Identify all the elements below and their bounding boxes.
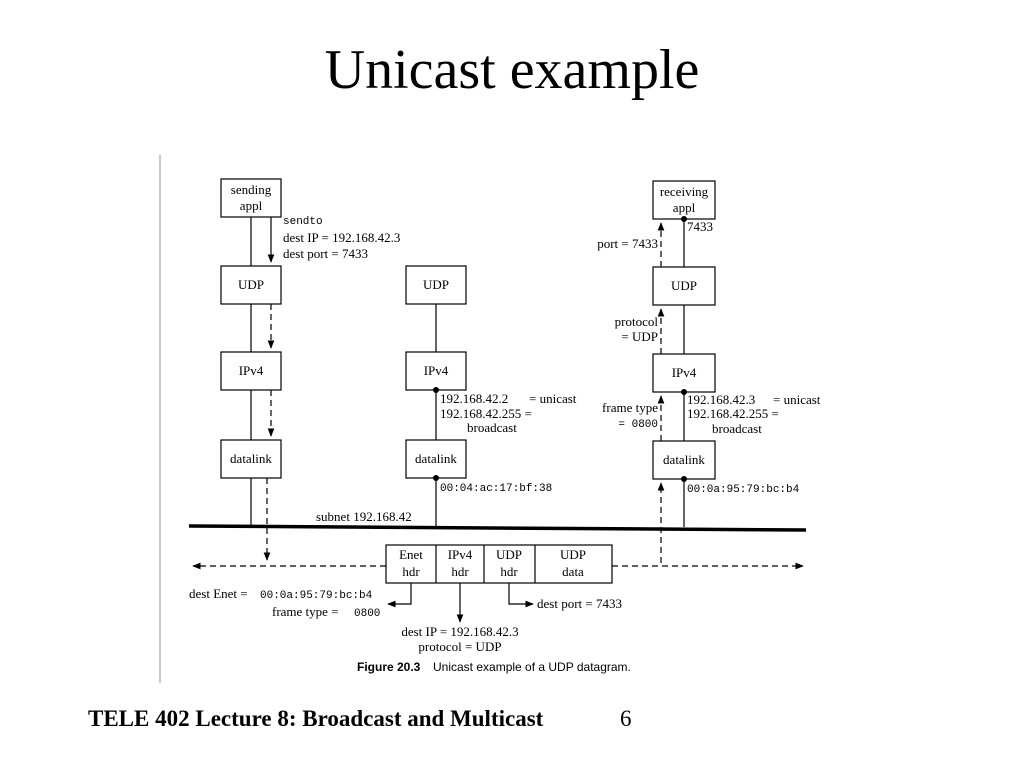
frame-type-label: frame type = [272,604,339,619]
receiving-appl-box [652,180,716,220]
receiver-frame-type: frame type [602,400,658,415]
middle-stack: UDP IPv4 datalink 192.168.42.2 = unicast… [405,265,577,527]
middle-bcast-addr: 192.168.42.255 = [440,406,532,421]
frame-ipv4-2: hdr [451,564,469,579]
frame-enet: Enet [399,547,423,562]
slide-title: Unicast example [324,39,700,101]
receiver-datalink-box [652,440,716,480]
receiving-appl-label-2: appl [673,200,696,215]
middle-ipv4-box [405,351,467,391]
sender-udp-label: UDP [238,277,264,292]
receiving-appl-label: receiving [660,184,709,199]
receiver-mac-dot [681,476,687,482]
dest-enet-label: dest Enet = [189,586,248,601]
footer-text: TELE 402 Lecture 8: Broadcast and Multic… [88,706,544,731]
receiver-bcast-addr: 192.168.42.255 = [687,406,779,421]
middle-ipv4-label: IPv4 [424,363,449,378]
receiver-port-dot [681,216,687,222]
sender-stack: sending appl UDP IPv4 datalink sendto de… [220,178,400,561]
sender-ipv4-label: IPv4 [239,363,264,378]
middle-datalink-box [405,439,467,479]
frame-ipv4: IPv4 [448,547,473,562]
receiver-port-num: 7433 [687,219,713,234]
frame-box [385,544,613,584]
sender-dest-ip: dest IP = 192.168.42.3 [283,230,400,245]
frame-data: UDP [560,547,586,562]
sender-datalink-label: datalink [230,451,272,466]
frame: Enet hdr IPv4 hdr UDP hdr UDP data dest … [189,544,804,654]
page-number: 6 [620,706,632,731]
subnet-line [188,524,807,532]
frame-udp: UDP [496,547,522,562]
figure-number: Figure 20.3 [357,660,421,674]
receiver-protocol: protocol [615,314,659,329]
dest-port-label: dest port = 7433 [537,596,622,611]
middle-mac-dot [433,475,439,481]
middle-ip-dot [433,387,439,393]
receiver-ip-addr: 192.168.42.3 [687,392,755,407]
receiver-stack: receiving appl UDP IPv4 datalink 7433 po… [597,180,821,563]
middle-udp-label: UDP [423,277,449,292]
receiver-broadcast: broadcast [712,421,762,436]
middle-ip-addr: 192.168.42.2 [440,391,508,406]
udp-hdr-arrow [508,583,534,608]
sender-datalink-box [220,439,282,479]
receiver-mac: 00:0a:95:79:bc:b4 [687,484,800,496]
receiver-port: port = 7433 [597,236,658,251]
sending-appl-label: sending [231,182,272,197]
middle-datalink-label: datalink [415,451,457,466]
middle-udp-box [405,265,467,305]
receiver-ip-dot [681,389,687,395]
frame-udp-2: hdr [500,564,518,579]
sendto-label: sendto [283,216,323,228]
protocol-label: protocol = UDP [418,639,501,654]
receiver-datalink-label: datalink [663,452,705,467]
frame-data-2: data [562,564,584,579]
receiver-unicast: = unicast [773,392,821,407]
dest-ip-label: dest IP = 192.168.42.3 [401,624,518,639]
receiver-ipv4-label: IPv4 [672,365,697,380]
middle-unicast: = unicast [529,391,577,406]
middle-mac: 00:04:ac:17:bf:38 [440,483,552,495]
enet-hdr-arrow [387,583,412,608]
middle-broadcast: broadcast [467,420,517,435]
sending-appl-box [220,178,282,218]
subnet-label: subnet 192.168.42 [316,509,412,524]
sending-appl-label-2: appl [240,198,263,213]
receiver-protocol-2: = UDP [621,329,658,344]
figure-caption: Unicast example of a UDP datagram. [433,660,631,674]
sender-dest-port: dest port = 7433 [283,246,368,261]
receiver-udp-label: UDP [671,278,697,293]
dest-enet-value: 00:0a:95:79:bc:b4 [260,590,373,602]
frame-enet-2: hdr [402,564,420,579]
frame-type-value: 0800 [354,608,380,620]
receiver-frame-type-2: = 0800 [618,419,658,431]
